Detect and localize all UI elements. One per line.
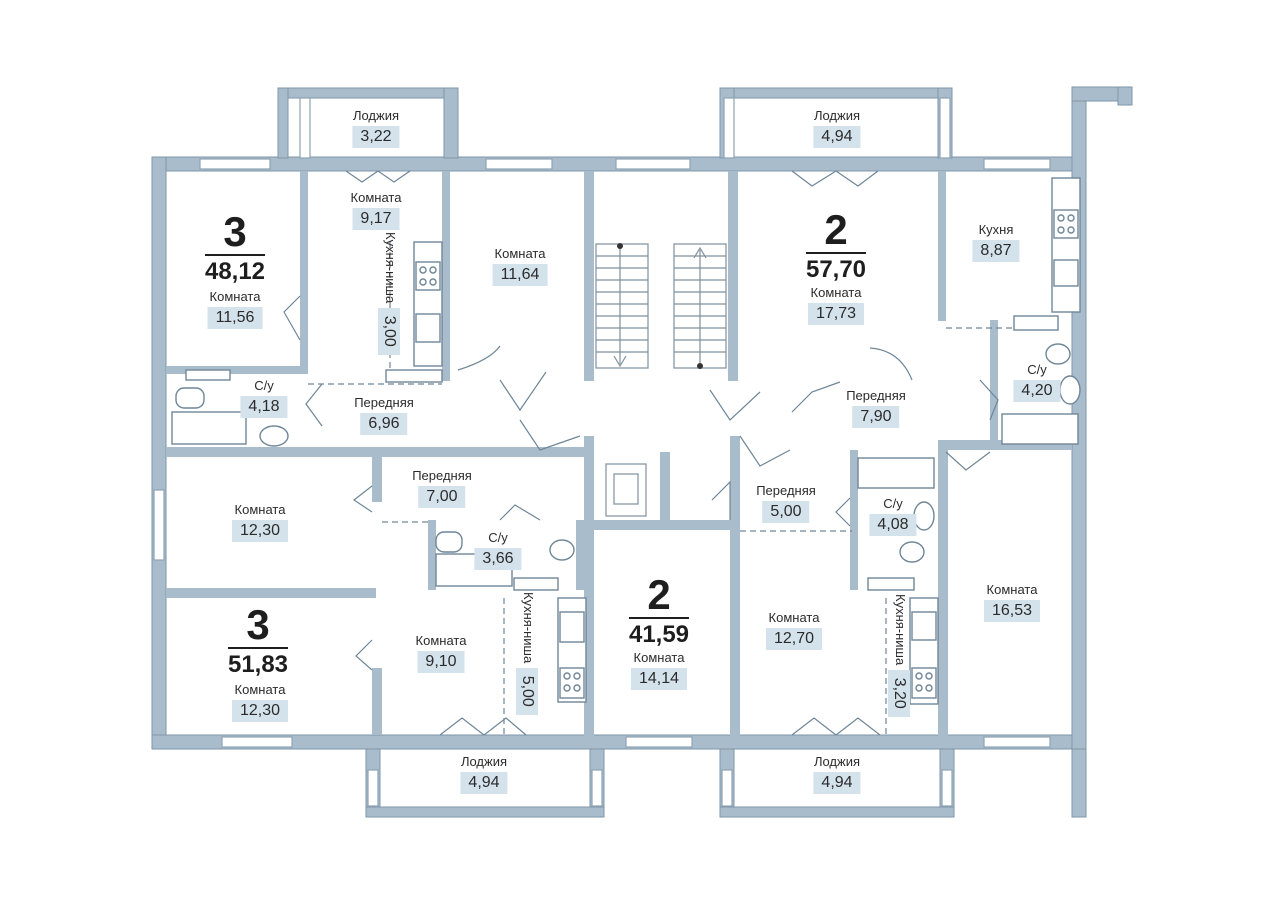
niche-area: 5,00 bbox=[516, 667, 538, 715]
niche-name: Кухня-ниша bbox=[520, 592, 536, 664]
room-area: 17,73 bbox=[807, 303, 865, 325]
room-name: С/у bbox=[883, 496, 903, 511]
room-label: Лоджия 4,94 bbox=[813, 754, 861, 794]
room-name: Лоджия bbox=[460, 754, 508, 769]
room-label: С/у 4,18 bbox=[240, 378, 288, 418]
fixtures bbox=[171, 177, 1081, 705]
room-name: Лоджия bbox=[352, 108, 400, 123]
apartment-rooms: 3 bbox=[204, 211, 266, 256]
room-name: Комната bbox=[633, 650, 685, 665]
room-area: 8,87 bbox=[972, 240, 1020, 262]
room-area: 7,90 bbox=[852, 406, 900, 428]
room-area: 4,94 bbox=[813, 772, 861, 794]
room-label: Комната 11,56 bbox=[207, 289, 263, 329]
room-area: 4,94 bbox=[813, 126, 861, 148]
room-area: 3,66 bbox=[474, 548, 522, 570]
room-label: Лоджия 4,94 bbox=[460, 754, 508, 794]
room-area: 4,94 bbox=[460, 772, 508, 794]
room-label: Передняя 7,90 bbox=[846, 388, 906, 428]
niche-area: 3,20 bbox=[888, 669, 910, 717]
apartment-rooms: 3 bbox=[227, 604, 289, 649]
room-area: 4,08 bbox=[869, 514, 917, 536]
apartment-rooms: 2 bbox=[628, 574, 690, 619]
room-label: Передняя 6,96 bbox=[354, 395, 414, 435]
room-label: Передняя 5,00 bbox=[756, 483, 816, 523]
room-label: Комната 17,73 bbox=[807, 285, 865, 325]
room-area: 11,64 bbox=[492, 264, 548, 286]
room-label: С/у 4,08 bbox=[869, 496, 917, 536]
apartment-label: 3 51,83 bbox=[227, 604, 289, 679]
apartment-total-area: 48,12 bbox=[204, 258, 266, 285]
room-label: Комната 9,10 bbox=[415, 633, 467, 673]
room-name: Лоджия bbox=[813, 108, 861, 123]
apartment-total-area: 57,70 bbox=[805, 256, 867, 283]
niche-label: Кухня-ниша 5,00 bbox=[516, 592, 540, 732]
niche-name: Кухня-ниша bbox=[382, 232, 398, 304]
room-name: С/у bbox=[488, 530, 508, 545]
room-name: Передняя bbox=[354, 395, 414, 410]
room-area: 12,70 bbox=[765, 628, 823, 650]
room-label: Лоджия 3,22 bbox=[352, 108, 400, 148]
room-label: Комната 11,64 bbox=[492, 246, 548, 286]
room-label: Комната 14,14 bbox=[630, 650, 688, 690]
room-name: С/у bbox=[254, 378, 274, 393]
zone-boundaries bbox=[308, 242, 1020, 735]
room-area: 7,00 bbox=[418, 486, 466, 508]
room-name: Комната bbox=[986, 582, 1038, 597]
apartment-label: 2 41,59 bbox=[628, 574, 690, 649]
room-area: 3,22 bbox=[352, 126, 400, 148]
room-name: Передняя bbox=[412, 468, 472, 483]
room-label: С/у 3,66 bbox=[474, 530, 522, 570]
room-label: Комната 12,70 bbox=[765, 610, 823, 650]
room-name: Комната bbox=[234, 502, 286, 517]
room-area: 9,17 bbox=[352, 208, 400, 230]
niche-area: 3,00 bbox=[378, 307, 400, 355]
room-area: 6,96 bbox=[360, 413, 408, 435]
room-area: 12,30 bbox=[231, 700, 289, 722]
room-area: 14,14 bbox=[630, 668, 688, 690]
room-name: С/у bbox=[1027, 362, 1047, 377]
room-label: Передняя 7,00 bbox=[412, 468, 472, 508]
niche-label: Кухня-ниша 3,20 bbox=[888, 594, 912, 734]
apartment-rooms: 2 bbox=[805, 209, 867, 254]
room-label: Лоджия 4,94 bbox=[813, 108, 861, 148]
room-name: Кухня bbox=[978, 222, 1014, 237]
room-name: Передняя bbox=[846, 388, 906, 403]
interior-walls bbox=[166, 171, 1072, 736]
room-label: Комната 12,30 bbox=[231, 502, 289, 542]
niche-label: Кухня-ниша 3,00 bbox=[378, 232, 402, 372]
niche-name: Кухня-ниша bbox=[892, 594, 908, 666]
room-name: Комната bbox=[350, 190, 402, 205]
room-name: Комната bbox=[209, 289, 261, 304]
apartment-total-area: 41,59 bbox=[628, 621, 690, 648]
room-name: Комната bbox=[810, 285, 862, 300]
doors bbox=[283, 170, 999, 736]
room-name: Комната bbox=[768, 610, 820, 625]
room-area: 12,30 bbox=[231, 520, 289, 542]
room-area: 16,53 bbox=[983, 600, 1041, 622]
apartment-total-area: 51,83 bbox=[227, 651, 289, 678]
room-area: 5,00 bbox=[762, 501, 810, 523]
apartment-label: 2 57,70 bbox=[805, 209, 867, 284]
room-label: Комната 12,30 bbox=[231, 682, 289, 722]
room-label: Комната 16,53 bbox=[983, 582, 1041, 622]
room-area: 11,56 bbox=[207, 307, 263, 329]
room-area: 4,20 bbox=[1013, 380, 1061, 402]
apartment-label: 3 48,12 bbox=[204, 211, 266, 286]
staircase bbox=[595, 243, 727, 517]
room-name: Комната bbox=[494, 246, 546, 261]
room-area: 4,18 bbox=[240, 396, 288, 418]
room-label: Комната 9,17 bbox=[350, 190, 402, 230]
room-label: С/у 4,20 bbox=[1013, 362, 1061, 402]
room-label: Кухня 8,87 bbox=[972, 222, 1020, 262]
room-name: Комната bbox=[415, 633, 467, 648]
room-name: Комната bbox=[234, 682, 286, 697]
room-area: 9,10 bbox=[417, 651, 465, 673]
room-name: Передняя bbox=[756, 483, 816, 498]
windows bbox=[153, 97, 1051, 807]
room-name: Лоджия bbox=[813, 754, 861, 769]
